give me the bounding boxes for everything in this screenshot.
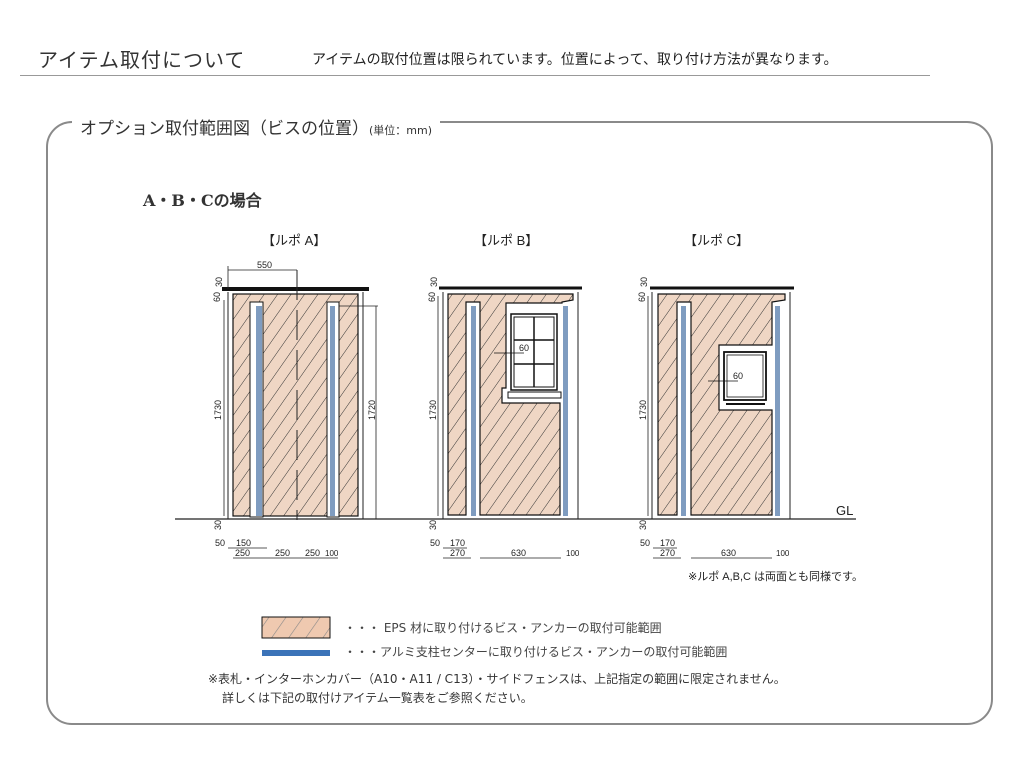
legend-eps-swatch — [261, 616, 331, 639]
dim-b1: 50 — [215, 538, 225, 548]
dim-b1: 50 — [430, 538, 440, 548]
dim-base: 30 — [428, 520, 438, 530]
dim-b1: 50 — [640, 538, 650, 548]
dim-b2: 170 — [660, 538, 675, 548]
legend-aluminum-swatch — [262, 650, 330, 656]
window — [507, 313, 562, 399]
dim-w3: 250 — [305, 548, 320, 558]
dim-roof: 30 — [639, 277, 649, 287]
diagram-c: 【ルポ C】 60 30 60 1730 30 50 170 270 630 1… — [637, 233, 794, 559]
dim-b2: 150 — [236, 538, 251, 548]
dim-top-width: 550 — [257, 260, 272, 270]
dim-window-margin: 60 — [519, 343, 529, 353]
page-subtitle: アイテムの取付位置は限られています。位置によって、取り付け方法が異なります。 — [312, 52, 838, 68]
window — [723, 351, 767, 405]
dim-window-margin: 60 — [733, 371, 743, 381]
dim-w1: 270 — [450, 548, 465, 558]
diagram-c-label: 【ルポ C】 — [684, 233, 749, 248]
eps-area — [657, 293, 786, 516]
dim-base: 30 — [213, 520, 223, 530]
dim-w2: 630 — [511, 548, 526, 558]
dim-eave: 60 — [637, 292, 647, 302]
aluminum-post — [681, 306, 686, 516]
ground-label: GL — [836, 503, 853, 518]
dim-w2: 250 — [275, 548, 290, 558]
dim-roof: 30 — [214, 277, 224, 287]
aluminum-post — [563, 306, 568, 516]
dim-w1: 250 — [235, 548, 250, 558]
dim-w3: 100 — [776, 549, 790, 558]
dim-base: 30 — [638, 520, 648, 530]
diagram-b: 【ルポ B】 60 30 60 1730 30 50 170 270 630 1… — [427, 233, 582, 559]
dim-w1: 270 — [660, 548, 675, 558]
dim-height: 1730 — [213, 400, 223, 420]
aluminum-post — [330, 306, 335, 516]
eps-area — [447, 293, 574, 516]
legend-eps-text: ・・・ EPS 材に取り付けるビス・アンカーの取付可能範囲 — [344, 621, 662, 635]
note-line-2: 詳しくは下記の取付けアイテム一覧表をご参照ください。 — [222, 691, 533, 705]
diagram-a-label: 【ルポ A】 — [262, 233, 326, 248]
dim-w4: 100 — [325, 549, 339, 558]
dim-roof: 30 — [429, 277, 439, 287]
dim-w3: 100 — [566, 549, 580, 558]
diagram-panel — [46, 121, 993, 725]
header-divider — [20, 75, 930, 76]
page-title: アイテム取付について — [38, 48, 246, 72]
aluminum-post — [775, 306, 780, 516]
legend-aluminum-text: ・・・アルミ支柱センターに取り付けるビス・アンカーの取付可能範囲 — [344, 645, 728, 659]
both-sides-note: ※ルポ A,B,C は両面とも同様です。 — [688, 569, 863, 583]
panel-title: オプション取付範囲図（ビスの位置）(単位：mm) — [72, 114, 441, 139]
dim-eave: 60 — [212, 292, 222, 302]
note-line-1: ※表札・インターホンカバー（A10・A11 / C13）・サイドフェンスは、上記… — [208, 672, 786, 686]
dim-eave: 60 — [427, 292, 437, 302]
case-heading: A・B・Cの場合 — [143, 191, 262, 210]
aluminum-post — [256, 306, 262, 516]
dim-w2: 630 — [721, 548, 736, 558]
panel-title-text: オプション取付範囲図（ビスの位置） — [80, 119, 369, 139]
aluminum-post — [471, 306, 476, 516]
dim-height: 1730 — [428, 400, 438, 420]
unit-label: (単位：mm) — [369, 124, 433, 137]
dim-post-height: 1720 — [367, 400, 377, 420]
dim-b2: 170 — [450, 538, 465, 548]
diagram-a: 【ルポ A】 550 30 60 1730 1720 30 50 150 250… — [212, 233, 378, 559]
diagram-b-label: 【ルポ B】 — [474, 233, 538, 248]
dim-height: 1730 — [638, 400, 648, 420]
